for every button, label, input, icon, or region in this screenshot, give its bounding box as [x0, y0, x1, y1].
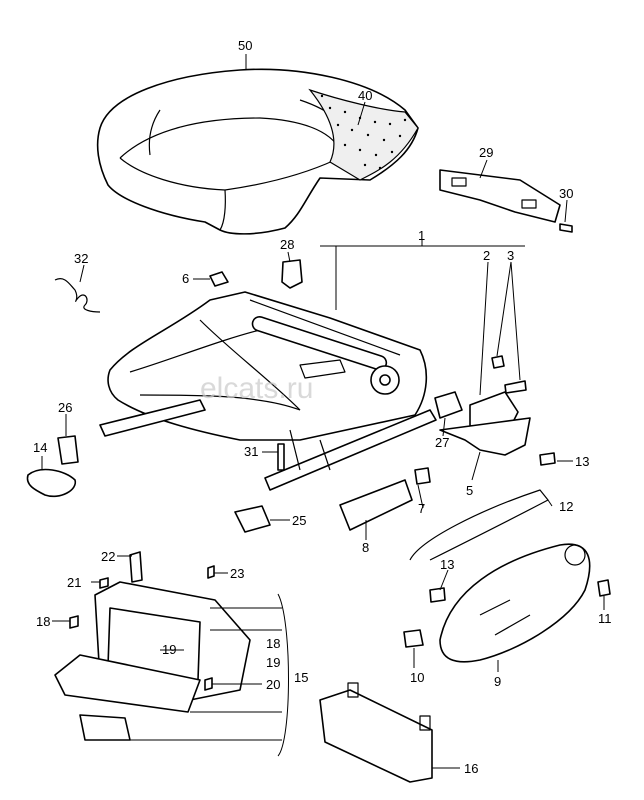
bracket-25 [234, 505, 271, 533]
label-6: 6 [182, 271, 189, 286]
label-12: 12 [559, 499, 573, 514]
screw-20 [204, 677, 213, 691]
bracket-5 [439, 417, 531, 456]
side-panel-9 [439, 543, 591, 663]
nut-3 [491, 355, 505, 369]
label-31: 31 [244, 444, 258, 459]
clip-7 [414, 467, 431, 485]
label-18-left: 18 [36, 614, 50, 629]
label-14: 14 [33, 440, 47, 455]
front-panel-16 [319, 689, 433, 783]
front-crossmember [439, 169, 573, 233]
left-rail [99, 399, 206, 437]
spring [54, 278, 101, 313]
clip-28 [281, 259, 303, 289]
label-40: 40 [358, 88, 372, 103]
label-3: 3 [507, 248, 514, 263]
label-21: 21 [67, 575, 81, 590]
label-22: 22 [101, 549, 115, 564]
storage-drawer-15 [54, 551, 251, 741]
label-9: 9 [494, 674, 501, 689]
cap-27 [434, 391, 463, 419]
label-11: 11 [598, 611, 612, 626]
label-15: 15 [294, 670, 308, 685]
label-32: 32 [74, 251, 88, 266]
screw-6 [209, 271, 229, 287]
watermark: elcats.ru [200, 372, 313, 405]
seat-frame [99, 291, 437, 491]
label-28: 28 [280, 237, 294, 252]
clip-10 [403, 629, 424, 648]
label-30: 30 [559, 186, 573, 201]
clip-11 [597, 579, 611, 597]
screw-18 [69, 615, 79, 629]
label-1: 1 [418, 228, 425, 243]
label-19-right: 19 [266, 655, 280, 670]
screw-30 [559, 223, 573, 233]
label-20: 20 [266, 677, 280, 692]
drawer-front [54, 654, 201, 713]
label-8: 8 [362, 540, 369, 555]
drawer-handle [79, 714, 131, 741]
seat-heating-element [308, 88, 419, 181]
leader-lines [41, 54, 605, 769]
label-26: 26 [58, 400, 72, 415]
cross-tube [251, 316, 388, 371]
screw-13b [429, 587, 446, 603]
label-7: 7 [418, 501, 425, 516]
trim-8 [339, 479, 413, 531]
screw-23 [207, 565, 215, 579]
label-13-lower: 13 [440, 557, 454, 572]
label-50: 50 [238, 38, 252, 53]
label-27: 27 [435, 435, 449, 450]
label-13-upper: 13 [575, 454, 589, 469]
lever-26 [57, 435, 79, 465]
bolt-31 [277, 443, 285, 471]
screw-22 [129, 551, 143, 583]
part-labels: 50 40 29 30 1 28 32 6 2 3 26 14 27 13 31… [33, 38, 612, 776]
label-23: 23 [230, 566, 244, 581]
label-18-right: 18 [266, 636, 280, 651]
handle-14 [26, 468, 76, 498]
label-5: 5 [466, 483, 473, 498]
wire-frame-12 [409, 489, 549, 561]
screw-13a [539, 452, 556, 466]
label-10: 10 [410, 670, 424, 685]
right-rail [264, 409, 437, 491]
screw-21 [99, 577, 109, 589]
label-25: 25 [292, 513, 306, 528]
seat-cushion [96, 68, 419, 235]
screw-3 [504, 380, 527, 394]
label-19-left: 19 [162, 642, 176, 657]
label-2: 2 [483, 248, 490, 263]
label-29: 29 [479, 145, 493, 160]
label-16: 16 [464, 761, 478, 776]
